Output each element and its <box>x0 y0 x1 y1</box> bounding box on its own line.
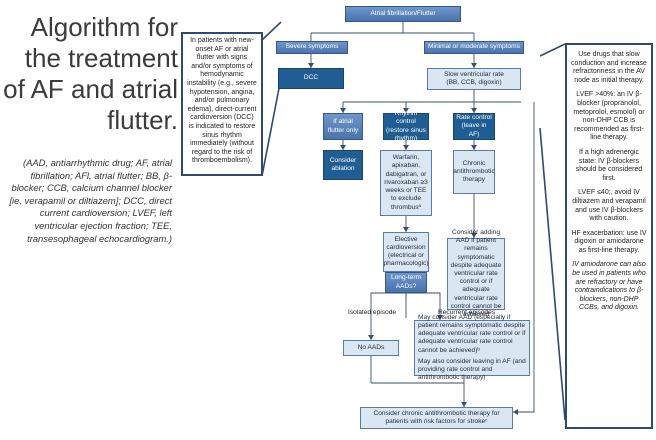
node-anticoag: Warfarin, apixaban, dabigatran, or rivar… <box>380 150 432 216</box>
right-note-line: LVEF >40%: an IV β-blocker (propranolol,… <box>573 91 645 142</box>
node-long-term: Long-term AADs? <box>385 272 427 293</box>
node-no-aads: No AADs <box>343 340 399 356</box>
node-dcc: DCC <box>278 68 344 89</box>
right-note-line: HF exacerbation: use IV digoxin or amiod… <box>571 229 647 254</box>
right-note-line: IV amiodarone can also be used in patien… <box>572 261 646 312</box>
right-note-box: Use drugs that slow conduction and incre… <box>565 43 653 429</box>
node-severe: Severe symptoms <box>276 41 348 54</box>
node-chronic: Chronic antithrombotic therapy <box>453 150 495 194</box>
node-recurrent-options: May consider AAD (especially if patient … <box>414 314 530 381</box>
label-isolated: Isolated episode <box>348 309 397 316</box>
node-slow-rate: Slow ventricular rate (BB, CCB, digoxin) <box>427 68 521 90</box>
node-final: Consider chronic antithrombotic therapy … <box>360 407 513 429</box>
right-note-line: Use drugs that slow conduction and incre… <box>571 51 647 84</box>
abbreviations-text: (AAD, antiarrhythmic drug; AF, atrial fi… <box>9 157 172 244</box>
node-ablation: Consider ablation <box>323 150 363 180</box>
left-note-box: In patients with new-onset AF or atrial … <box>181 32 263 176</box>
recurrent-option-aad: May consider AAD (especially if patient … <box>418 313 526 354</box>
right-note-line: LVEF ≤40;, avoid IV diltiazem and verapa… <box>572 189 646 223</box>
recurrent-option-af: May also consider leaving in AF (and pro… <box>418 357 526 382</box>
node-if-flutter: If atrial flutter only <box>323 113 363 140</box>
node-rate-control: Rate control (leave in AF) <box>453 113 495 140</box>
node-elective: Elective cardioversion (electrical or ph… <box>383 232 429 272</box>
page-title: Algorithm for the treatment of AF and at… <box>3 12 178 135</box>
node-rhythm-control: Rhythm control (restore sinus rhythm) <box>383 110 429 142</box>
node-root: Atrial fibrillation/Flutter <box>345 6 461 22</box>
left-note-text: In patients with new-onset AF or atrial … <box>187 37 257 165</box>
right-note-line: If a high adrenergic state: IV β-blocker… <box>575 148 643 182</box>
node-minimal: Minimal or moderate symptoms <box>424 41 524 54</box>
node-consider-aad: Consider adding AAD if patient remains s… <box>447 229 505 318</box>
label-recurrent: Recurrent episodes <box>438 309 496 316</box>
